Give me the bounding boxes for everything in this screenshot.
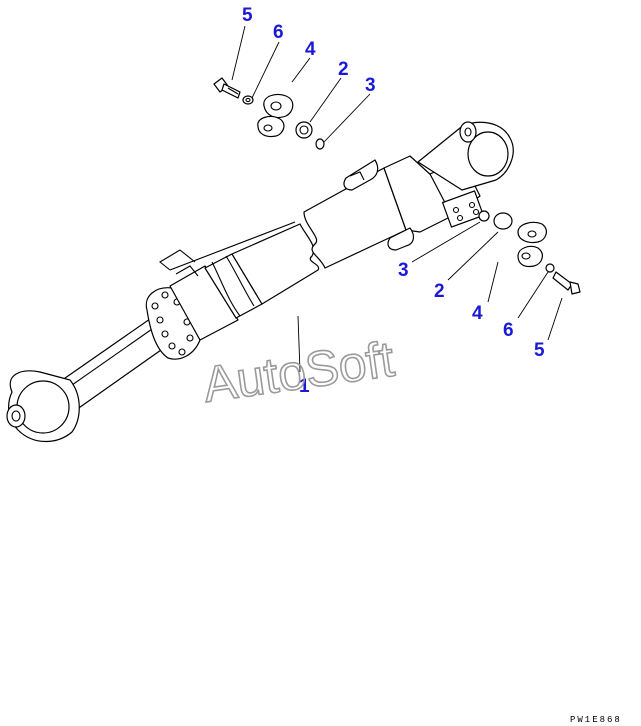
cylinder-tube — [159, 167, 407, 305]
cylinder-head-flange — [145, 287, 201, 360]
upper-fastener-set — [213, 77, 325, 150]
bolt-upper — [213, 77, 241, 99]
callout-2-top: 2 — [338, 59, 349, 80]
spacer-lower — [493, 212, 513, 230]
lower-fastener-set — [478, 210, 581, 295]
washer-upper — [242, 95, 254, 105]
callout-4-bottom: 4 — [472, 303, 483, 324]
callout-5-top: 5 — [242, 5, 253, 26]
callout-1: 1 — [299, 376, 310, 397]
callout-3-top: 3 — [365, 75, 376, 96]
bolt-lower — [552, 271, 581, 295]
shim-lower — [478, 210, 490, 222]
plate-upper — [257, 93, 294, 138]
callout-3-bottom: 3 — [398, 260, 409, 281]
flange-bolts — [151, 291, 194, 356]
callout-2-bottom: 2 — [434, 281, 445, 302]
callout-6-bottom: 6 — [503, 320, 514, 341]
callout-4-top: 4 — [305, 39, 316, 60]
cylinder-assembly — [6, 121, 514, 442]
callout-6-top: 6 — [273, 22, 284, 43]
spacer-upper — [295, 121, 313, 139]
watermark: AutoSoft — [200, 331, 398, 413]
drawing-code: PW1E868 — [570, 715, 622, 725]
leader-lines — [231, 25, 563, 373]
shim-upper — [315, 138, 325, 150]
callout-5-bottom: 5 — [534, 340, 545, 361]
callouts: 1 2 3 4 5 6 2 3 4 5 6 — [242, 5, 545, 397]
rod-end-eye — [6, 370, 80, 442]
tube-clamp-lower — [387, 227, 415, 251]
washer-lower — [545, 263, 555, 273]
cylinder-bottom-head — [383, 121, 514, 233]
cylinder-gland — [169, 253, 263, 341]
plate-lower — [517, 221, 547, 268]
tube-clamp-upper — [343, 159, 379, 191]
